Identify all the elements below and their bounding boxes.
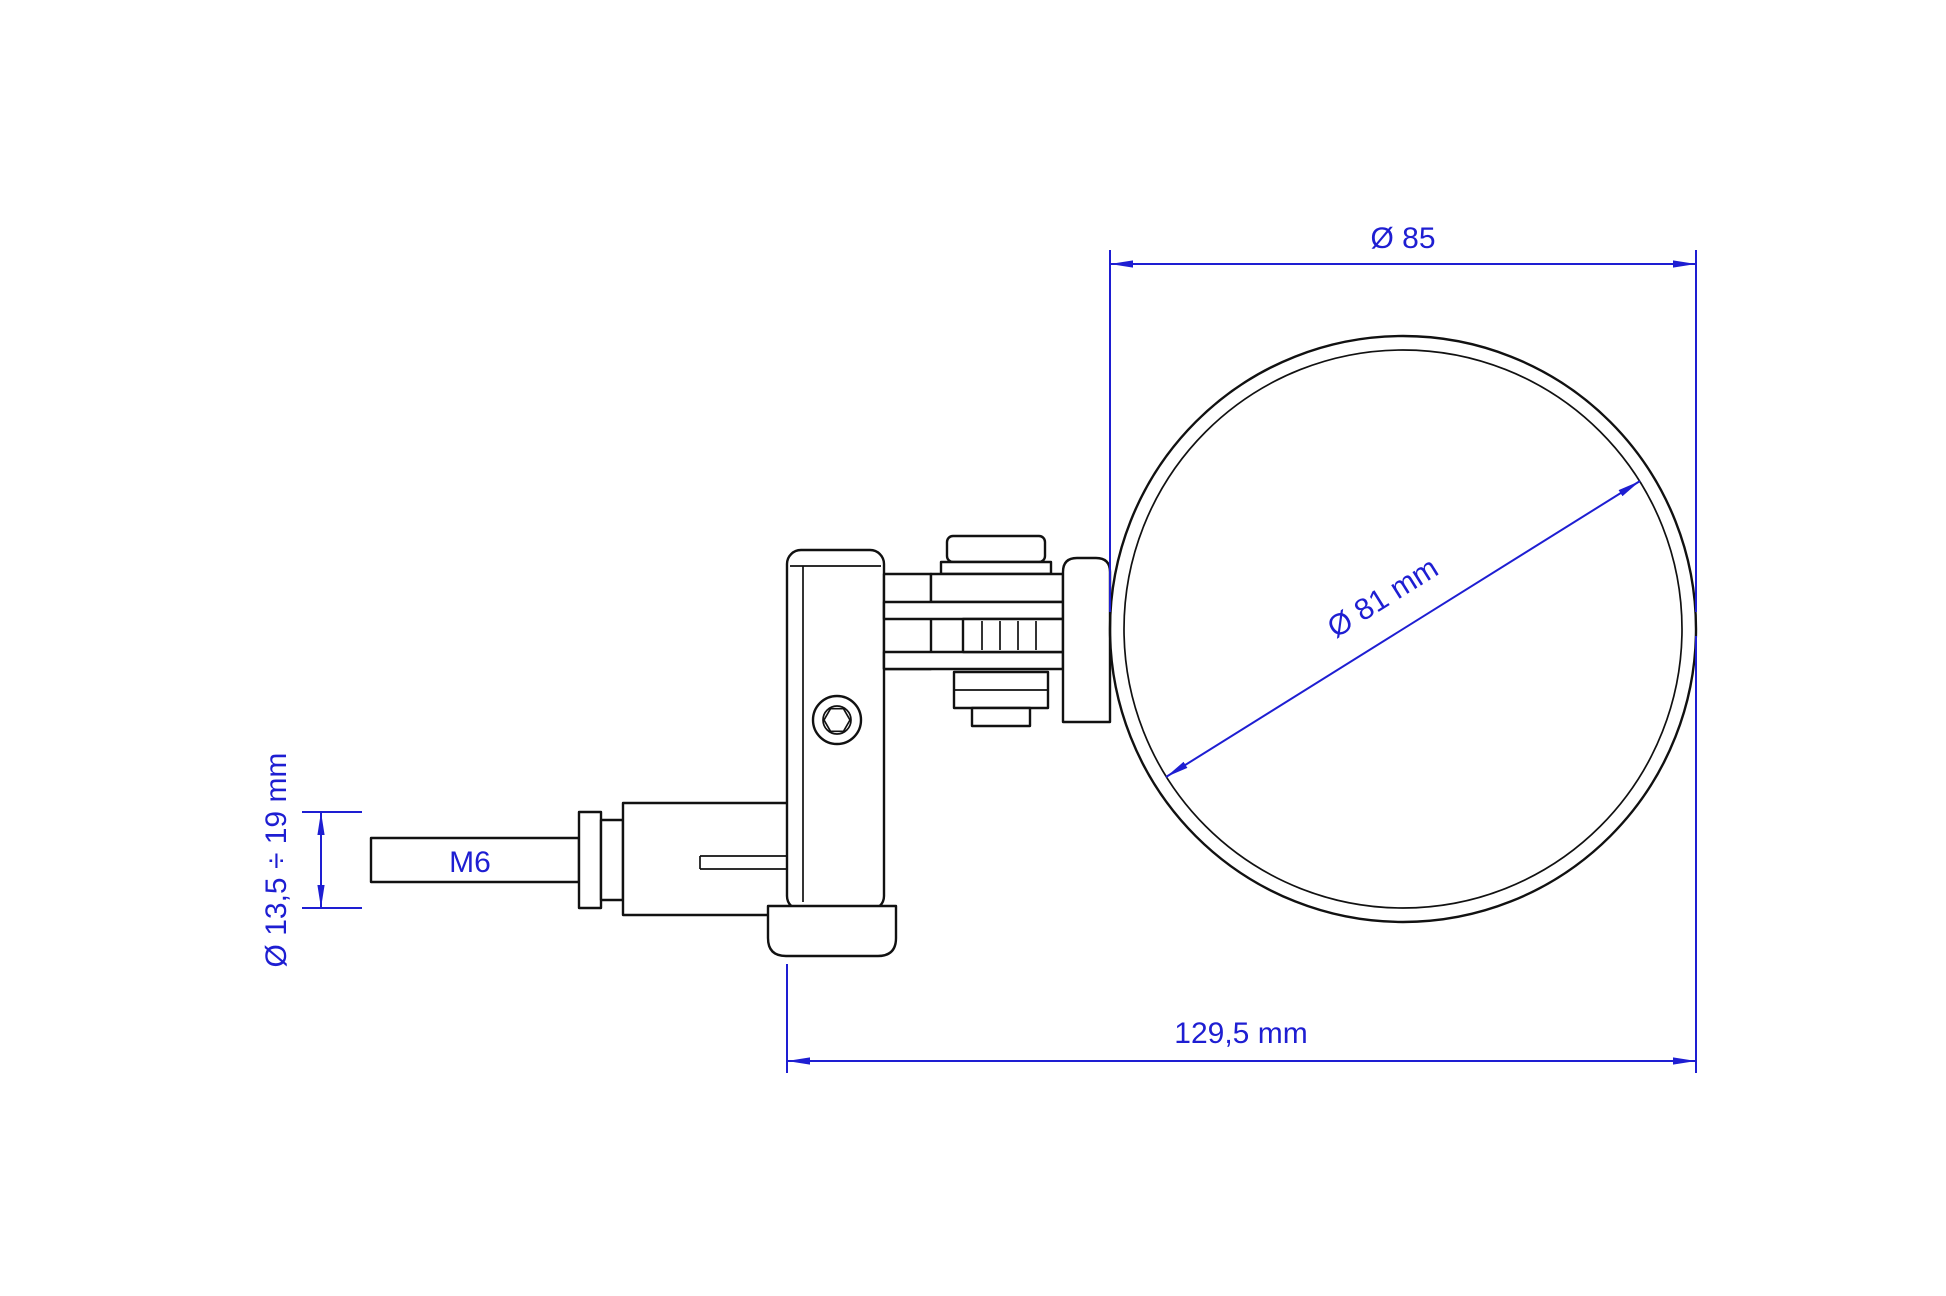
dimension-mirror-diameter: Ø 81 mm [1165,480,1641,778]
hinge-washer [939,560,1053,576]
thread-size-label: M6 [449,846,491,879]
mirror-stem [1061,556,1112,724]
clamp-range-label: Ø 13,5 ÷ 19 mm [260,753,293,968]
washer-outer [577,810,603,910]
pivot-barrel [961,617,1065,654]
clevis-prong-top [882,600,1065,621]
clevis-top-plate [929,572,1065,604]
hinge-nut-tab [970,706,1032,728]
housing-diameter-label: Ø 85 [1370,222,1435,255]
mirror-housing [1108,334,1698,924]
bottom-flange [766,904,898,958]
dimension-overall-length: 129,5 mm [786,636,1697,1073]
washer-inner [599,818,625,902]
sleeve-body [621,801,792,917]
expander-sleeve [621,801,792,917]
overall-length-label: 129,5 mm [1174,1017,1307,1050]
bolt-shaft-assembly [369,810,625,910]
dimension-housing-diameter: Ø 85 [1109,222,1697,612]
pivot-barrel-knurl [981,621,1037,650]
mirror-stem-outline [1061,556,1112,724]
pivot-bolt [811,694,863,746]
pivot-bolt-socket [822,705,852,735]
mirror-glass-circle [1123,349,1683,909]
housing-outer-circle [1108,334,1698,924]
clevis-prong-bottom [882,650,1065,671]
bolt-shank [369,836,581,884]
clamp-body-outline [785,548,886,912]
sleeve-slot [699,855,787,870]
pivot-bolt-hex [823,707,851,733]
hinge-joint [882,534,1065,728]
hinge-bolt-head [945,534,1047,564]
dimension-line [1165,480,1641,778]
clamp-body [766,548,898,958]
mirror-diameter-label: Ø 81 mm [1322,551,1444,644]
dimension-clamp-range: Ø 13,5 ÷ 19 mm [260,753,362,968]
